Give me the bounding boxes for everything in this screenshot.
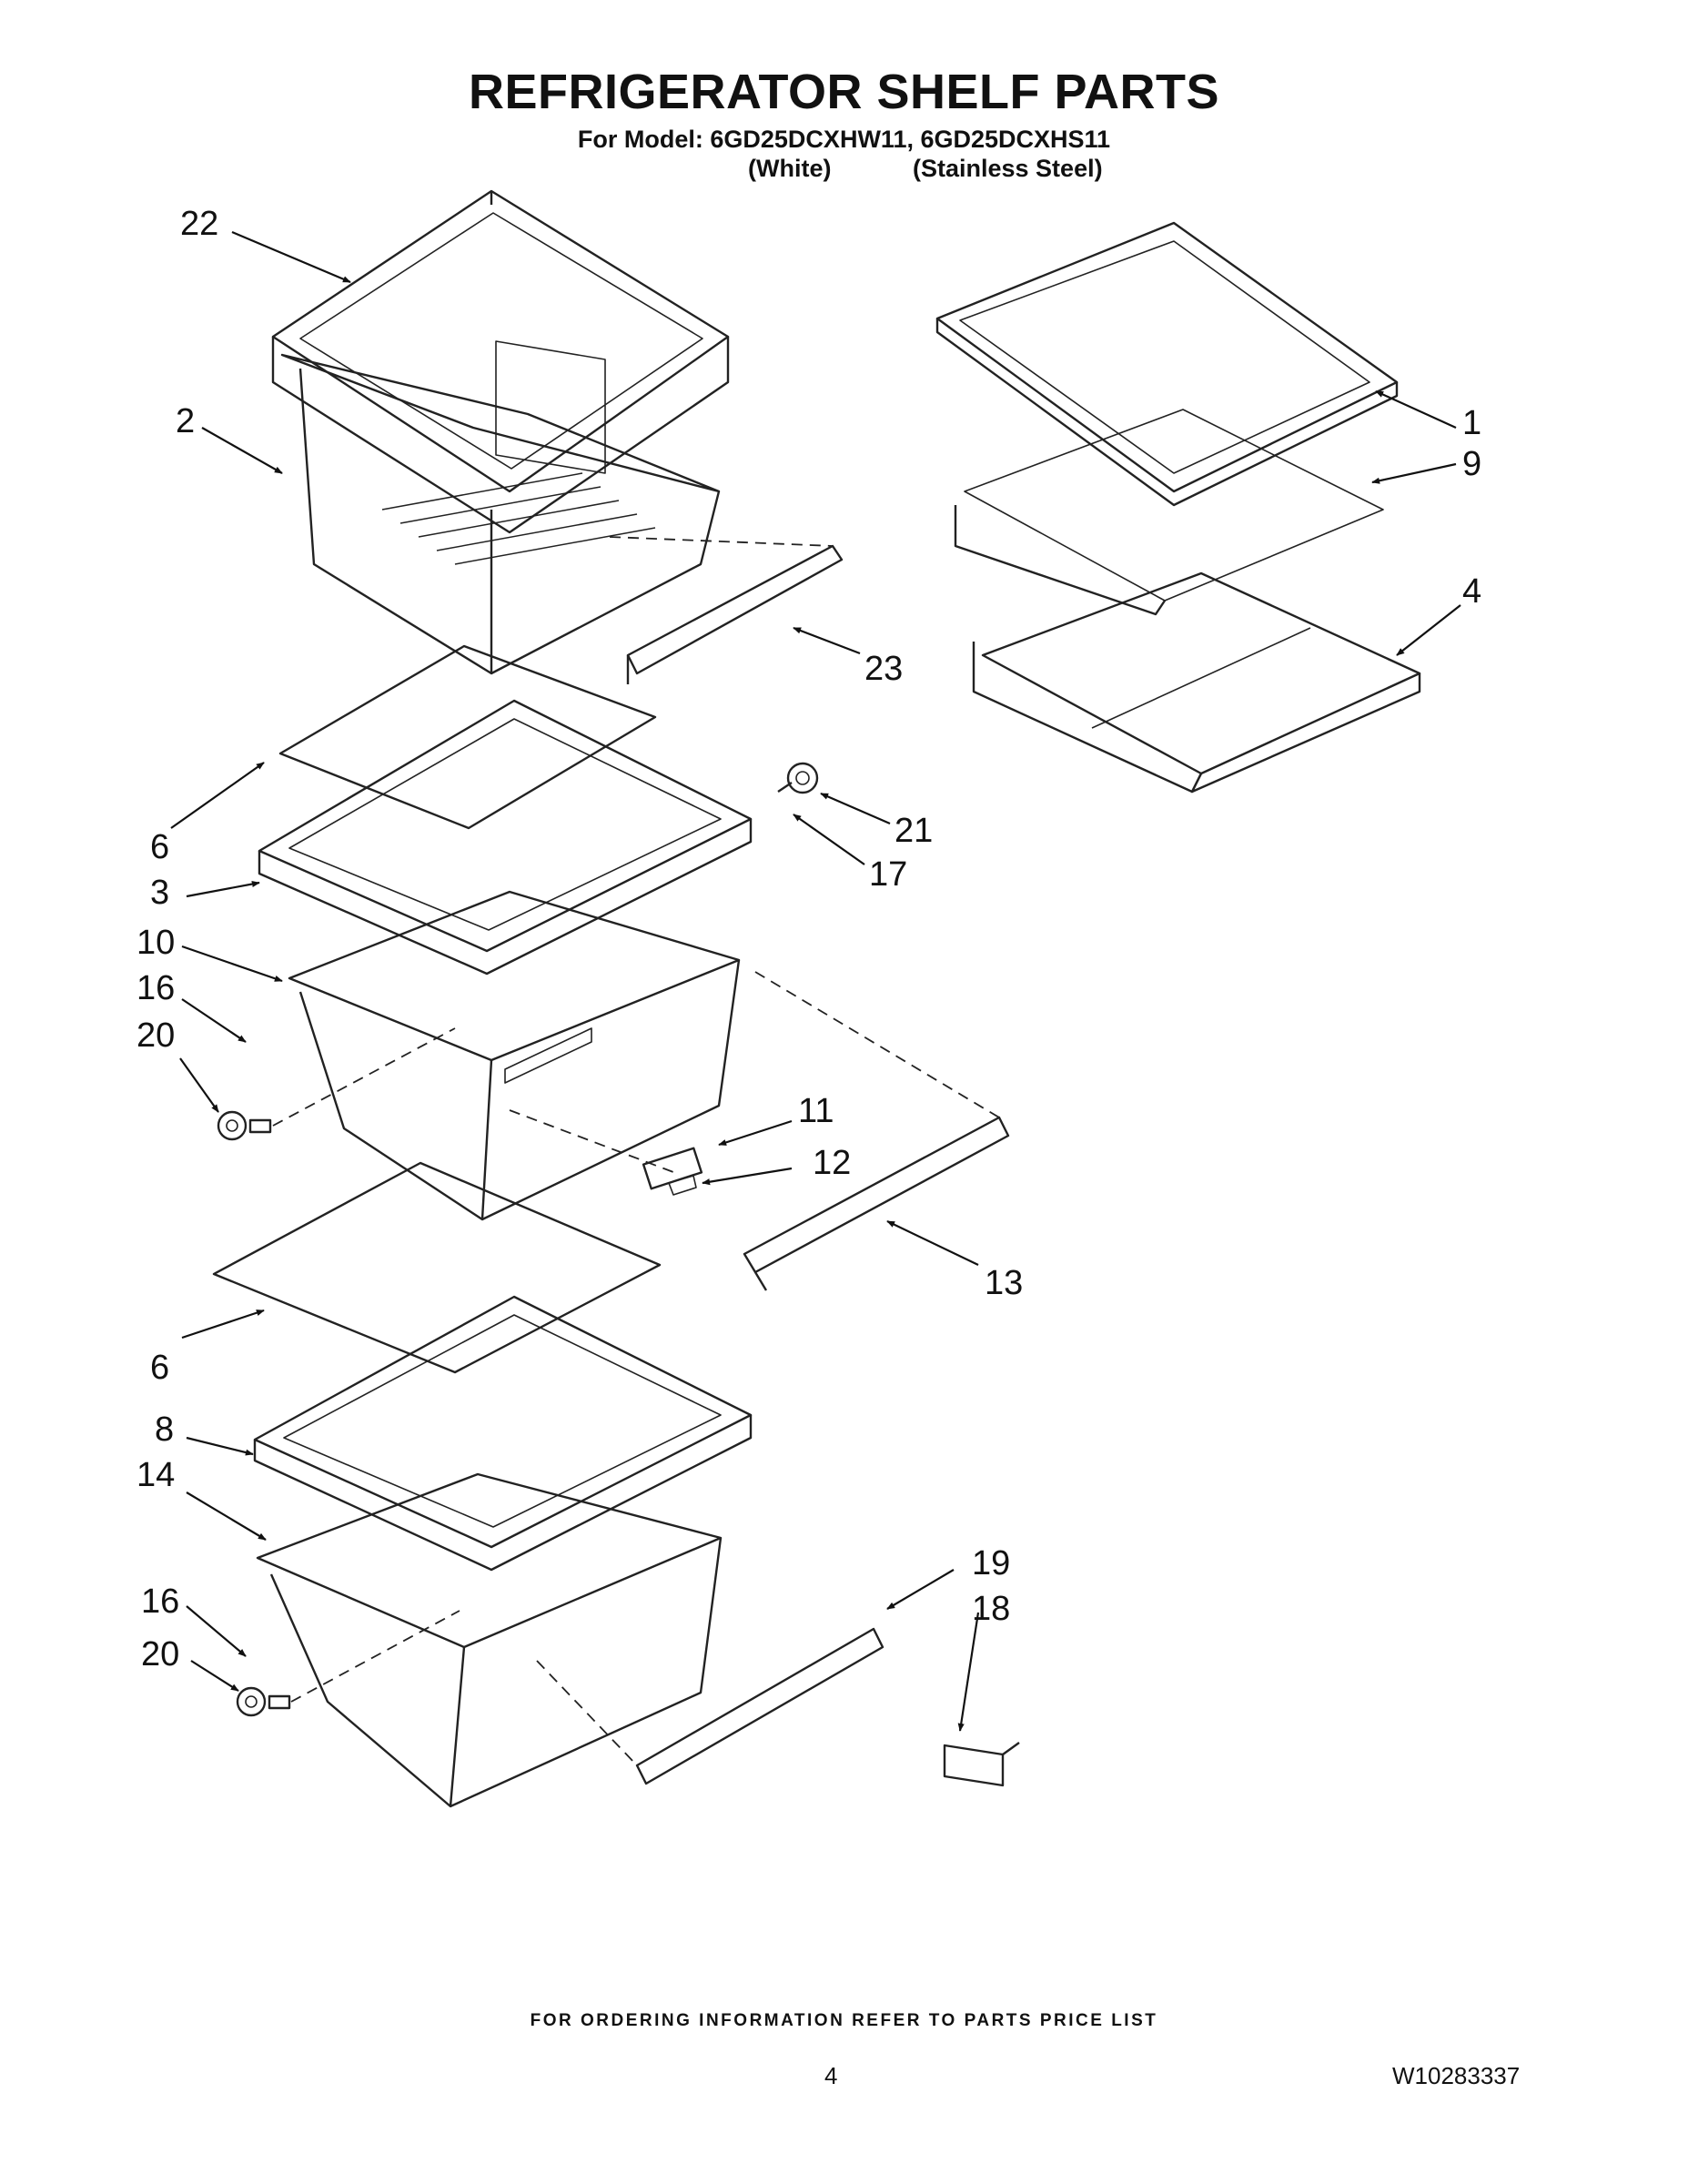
part-18-clip [943, 1742, 1020, 1787]
part-9-shelf-frame [954, 409, 1384, 616]
leader-arrows [170, 230, 1461, 1732]
callout-16-upper: 16 [136, 969, 175, 1007]
callout-1: 1 [1462, 404, 1481, 442]
page-title: REFRIGERATOR SHELF PARTS [468, 65, 1220, 119]
callout-2: 2 [176, 402, 195, 440]
part-4-slide-shelf [972, 571, 1421, 794]
callout-20-lower: 20 [141, 1635, 179, 1673]
callout-3: 3 [150, 874, 169, 912]
callout-8: 8 [155, 1410, 174, 1449]
part-16-20-upper-roller [217, 1110, 272, 1141]
part-13-trim [743, 1116, 1010, 1291]
part-11-12-clips [642, 1147, 703, 1196]
part-10-crisper-pan [288, 890, 741, 1221]
callout-13: 13 [985, 1264, 1023, 1302]
callout-16-lower: 16 [141, 1582, 179, 1621]
part-19-trim [635, 1627, 884, 1785]
callout-22: 22 [180, 205, 218, 243]
callout-23: 23 [864, 650, 903, 688]
callout-11: 11 [798, 1092, 834, 1130]
ordering-note: FOR ORDERING INFORMATION REFER TO PARTS … [530, 2011, 1158, 2030]
callout-20-upper: 20 [136, 1016, 175, 1055]
variant-white-label: (White) [748, 155, 832, 182]
callout-19: 19 [972, 1544, 1010, 1582]
model-numbers: For Model: 6GD25DCXHW11, 6GD25DCXHS11 [577, 126, 1111, 153]
callout-12: 12 [813, 1144, 851, 1182]
document-number: W10283337 [1392, 2062, 1521, 2089]
callout-18: 18 [972, 1590, 1010, 1628]
callout-6-lower: 6 [150, 1349, 169, 1387]
variant-stainless-label: (Stainless Steel) [913, 155, 1103, 182]
part-6-upper-glass [278, 644, 657, 830]
page-number: 4 [824, 2062, 838, 2089]
part-23-trim [626, 544, 844, 684]
part-22-crisper-cover [271, 189, 730, 534]
callout-labels: 22 2 1 9 4 23 6 3 21 17 10 16 20 11 12 1… [136, 205, 1481, 1673]
part-3-cover-frame [258, 699, 753, 976]
part-2-crisper-pan [280, 353, 721, 675]
part-8-cover-frame [253, 1295, 753, 1572]
callout-14: 14 [136, 1456, 175, 1494]
callout-10: 10 [136, 924, 175, 962]
callout-17: 17 [869, 855, 907, 894]
callout-6-upper: 6 [150, 828, 169, 866]
callout-4: 4 [1462, 572, 1481, 611]
part-16-20-lower-roller [236, 1686, 291, 1717]
callout-9: 9 [1462, 445, 1481, 483]
part-1-glass-shelf [935, 221, 1399, 507]
part-21-17-roller [777, 762, 819, 794]
callout-21: 21 [895, 812, 933, 850]
part-drawings [212, 189, 1421, 1808]
part-6-lower-glass [212, 1161, 662, 1374]
part-14-crisper-pan [256, 1472, 723, 1808]
